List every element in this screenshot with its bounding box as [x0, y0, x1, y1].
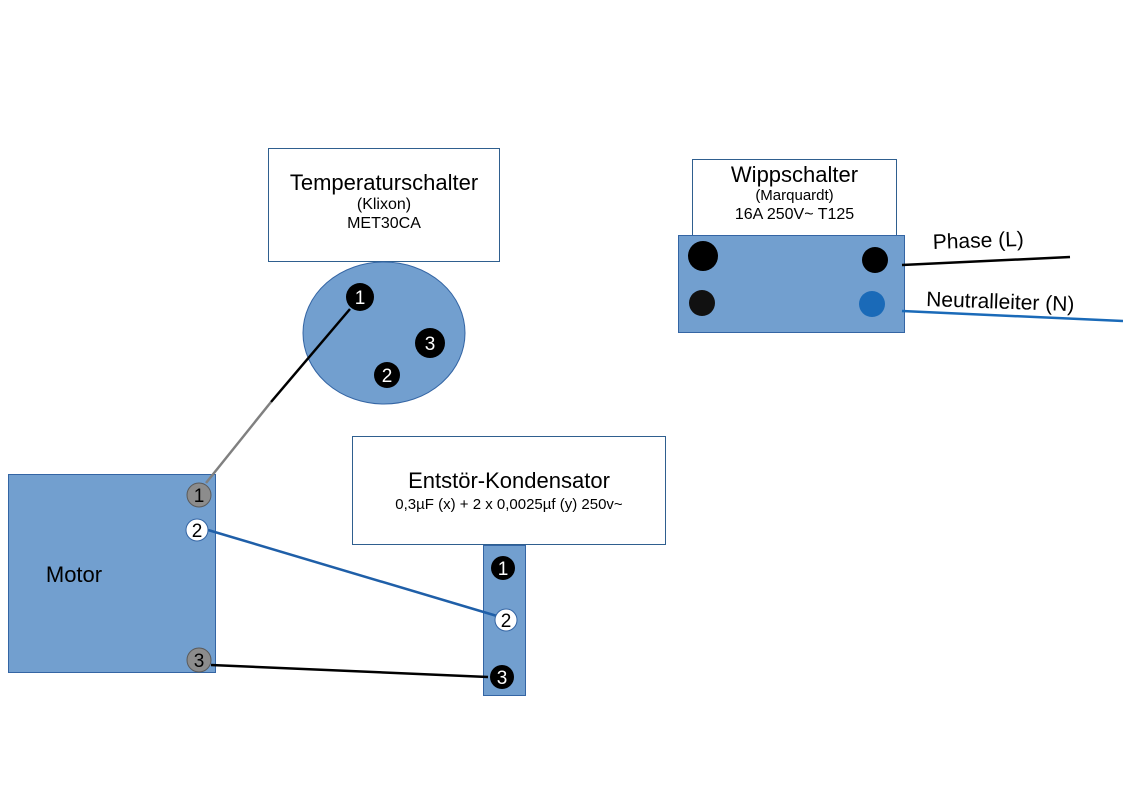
motor-pin-2 — [185, 518, 209, 542]
rocker-switch-rating: 16A 250V~ T125 — [734, 206, 855, 223]
rocker-switch-subtitle: (Marquardt) — [755, 187, 834, 204]
rocker-terminal-bottom-right — [859, 291, 885, 317]
capacitor-pin-3-label: 3 — [497, 668, 508, 689]
motor-pin-3 — [186, 647, 212, 673]
neutral-label: Neutralleiter (N) — [926, 288, 1075, 316]
motor-body: Motor — [8, 474, 216, 673]
temp-switch-pin-1-label: 1 — [355, 288, 366, 309]
wire-motor2-cap2 — [207, 528, 498, 618]
motor-pin-3-label: 3 — [194, 651, 205, 672]
phase-label: Phase (L) — [932, 228, 1024, 254]
capacitor-title: Entstör-Kondensator — [408, 468, 610, 493]
rocker-terminal-top-right — [862, 247, 888, 273]
temp-switch-pin-3 — [415, 328, 445, 358]
capacitor-pin-3 — [490, 665, 514, 689]
motor-pin-2-label: 2 — [192, 521, 203, 542]
temp-switch-pin-3-label: 3 — [425, 334, 436, 355]
capacitor-label: Entstör-Kondensator 0,3µF (x) + 2 x 0,00… — [352, 436, 666, 545]
wire-temp1-upper — [270, 308, 351, 403]
temp-switch-pin-1 — [346, 283, 374, 311]
motor-pin-1-label: 1 — [194, 486, 205, 507]
rocker-switch-label: Wippschalter (Marquardt) 16A 250V~ T125 — [692, 159, 897, 237]
motor-pin-1 — [186, 482, 212, 508]
temperature-switch-title: Temperaturschalter — [289, 170, 479, 195]
temperature-switch-subtitle: (Klixon) — [356, 196, 412, 213]
rocker-switch-title: Wippschalter — [730, 162, 859, 187]
temperature-switch-model: MET30CA — [347, 215, 421, 232]
temperature-switch-body — [302, 261, 466, 405]
wire-temp1-motor1 — [205, 401, 272, 484]
capacitor-pin-2-label: 2 — [501, 611, 512, 632]
wire-motor3-cap3 — [210, 663, 489, 679]
temp-switch-pin-2-label: 2 — [382, 366, 393, 387]
capacitor-pin-1 — [491, 556, 515, 580]
rocker-terminal-top-left — [688, 241, 718, 271]
temperature-switch-label: Temperaturschalter (Klixon) MET30CA — [268, 148, 500, 262]
capacitor-pin-2 — [494, 608, 518, 632]
motor-label: Motor — [45, 562, 103, 587]
temp-switch-pin-2 — [374, 362, 400, 388]
capacitor-spec: 0,3µF (x) + 2 x 0,0025µf (y) 250v~ — [395, 496, 623, 513]
wire-neutral — [901, 309, 1123, 323]
capacitor-pin-1-label: 1 — [498, 559, 509, 580]
rocker-terminal-bottom-left — [689, 290, 715, 316]
wire-phase — [901, 255, 1071, 267]
